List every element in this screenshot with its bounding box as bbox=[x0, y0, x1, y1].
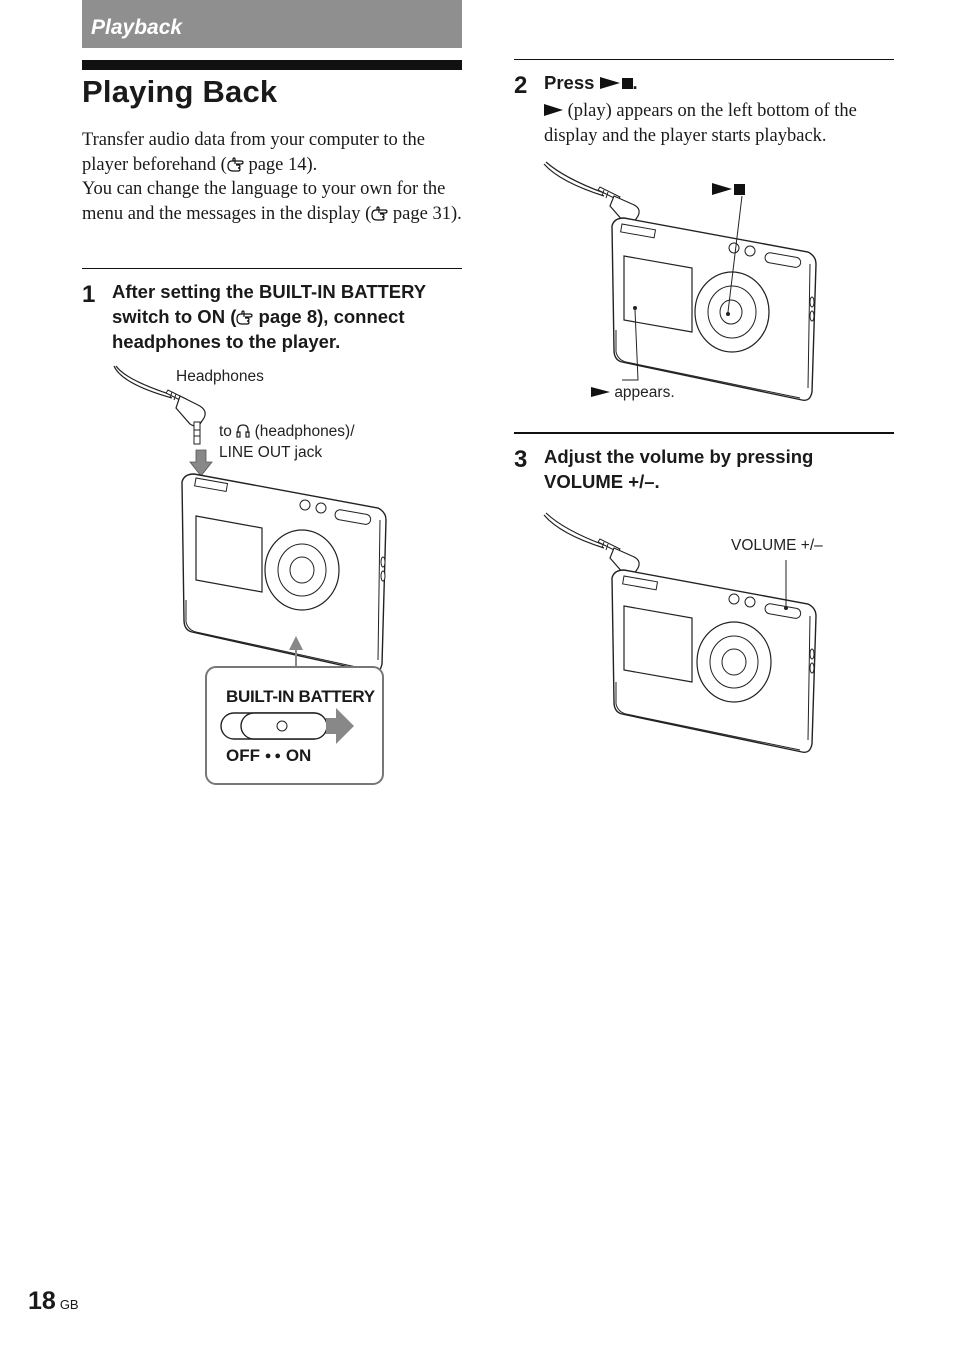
jack-callout-prefix: to bbox=[219, 423, 232, 440]
intro-line-2-text-a: You can change the language to your own … bbox=[82, 179, 446, 224]
intro-paragraph: Transfer audio data from your computer t… bbox=[82, 128, 467, 226]
step-3-instruction: Adjust the volume by pressing VOLUME +/–… bbox=[544, 446, 814, 492]
volume-callout: VOLUME +/– bbox=[731, 537, 823, 554]
section-header-label: Playback bbox=[91, 16, 183, 39]
section-header-tab: Playback bbox=[82, 0, 462, 48]
headphone-plug bbox=[165, 389, 206, 445]
step-1-text-b: page 8), connect headphones to the playe… bbox=[112, 306, 405, 352]
insert-arrow bbox=[189, 449, 213, 477]
headphones-icon bbox=[236, 424, 250, 438]
switch-off-label: OFF bbox=[226, 746, 260, 765]
region-code: GB bbox=[59, 1297, 79, 1312]
step-1-instruction: After setting the BUILT-IN BATTERY switc… bbox=[112, 279, 462, 354]
play-indicator-leader bbox=[622, 309, 639, 381]
play-appears-text: appears. bbox=[614, 384, 675, 401]
step-1-rule bbox=[82, 268, 462, 269]
step-1-number: 1 bbox=[82, 281, 96, 308]
play-icon bbox=[712, 183, 732, 195]
switch-dots: ● ● bbox=[264, 750, 282, 762]
step-2-body: (play) appears on the left bottom of the… bbox=[544, 99, 896, 149]
step-2-body-text: (play) appears on the left bottom of the… bbox=[544, 101, 857, 146]
play-stop-button-callout bbox=[712, 182, 745, 200]
step-1-text-a: After setting the BUILT-IN BATTERY switc… bbox=[112, 281, 426, 327]
battery-switch-positions: OFF ● ● ON bbox=[226, 746, 311, 766]
play-button-leader bbox=[727, 195, 743, 313]
step-2-instruction: Press . bbox=[544, 70, 638, 95]
intro-line-1: Transfer audio data from your computer t… bbox=[82, 128, 467, 177]
player-body-3 bbox=[611, 569, 817, 754]
stop-icon bbox=[734, 184, 745, 195]
jack-callout-line-2: LINE OUT jack bbox=[219, 444, 323, 461]
intro-line-1-text-b: page 14). bbox=[243, 154, 318, 175]
headphones-callout: Headphones bbox=[176, 368, 264, 385]
step-2-rule bbox=[514, 59, 894, 60]
switch-on-label: ON bbox=[285, 746, 312, 765]
battery-switch-label: BUILT-IN BATTERY bbox=[226, 687, 375, 706]
jack-callout-suffix: (headphones)/ bbox=[254, 423, 355, 440]
step-2-number: 2 bbox=[514, 72, 528, 99]
step-3-number: 3 bbox=[514, 446, 528, 473]
jack-callout-line-1: to (headphones)/ bbox=[219, 421, 399, 442]
intro-line-2-text-b: page 31). bbox=[388, 203, 462, 224]
reference-hand-icon bbox=[236, 310, 253, 325]
reference-hand-icon bbox=[371, 206, 388, 221]
jack-callout: to (headphones)/ LINE OUT jack bbox=[219, 421, 399, 463]
intro-line-1-text-a: Transfer audio data from your computer t… bbox=[82, 130, 426, 175]
player-body-1 bbox=[181, 473, 387, 674]
step-2-label: Press bbox=[544, 72, 595, 93]
intro-line-2: You can change the language to your own … bbox=[82, 177, 467, 226]
play-icon bbox=[591, 387, 610, 397]
title-rule bbox=[82, 60, 462, 70]
reference-hand-icon bbox=[227, 156, 244, 172]
page-number: 18 bbox=[28, 1287, 56, 1315]
step-2-label-end: . bbox=[632, 72, 638, 93]
stop-icon bbox=[621, 78, 633, 89]
headphone-cable bbox=[113, 365, 173, 399]
play-appears-callout: appears. bbox=[591, 382, 675, 403]
play-icon bbox=[599, 77, 620, 89]
player-body-2 bbox=[611, 217, 817, 402]
switch-direction-arrow bbox=[326, 708, 354, 744]
page-folio: 18 GB bbox=[28, 1287, 79, 1316]
step-3-rule bbox=[514, 432, 894, 434]
page-title: Playing Back bbox=[82, 74, 278, 109]
play-icon bbox=[544, 104, 563, 116]
